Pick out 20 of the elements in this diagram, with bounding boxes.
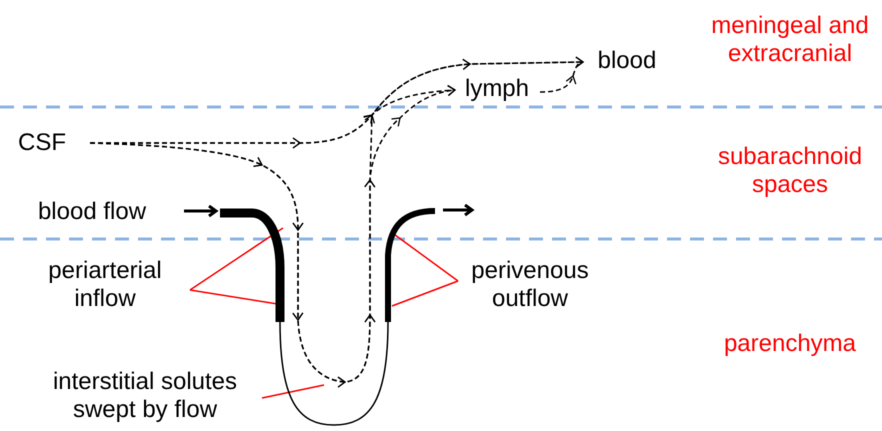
text-label: lymph [457,75,537,103]
text-label: CSF [12,129,72,157]
leader-line [262,384,324,399]
artery-drawing [220,208,284,322]
text-label: perivenous outflow [455,257,605,313]
leader-line [190,227,284,291]
vein-drawing [385,208,436,322]
zone-label: parenchyma [722,330,858,358]
flow-arrow [540,56,584,93]
text-label: interstitial solutes swept by flow [20,368,270,424]
flow-arrow [184,204,218,218]
capillary-line [279,322,389,426]
text-label: periarterial inflow [30,257,180,313]
zone-label: subarachnoid spaces [716,143,864,199]
text-label: blood [587,47,667,75]
text-label: blood flow [12,198,172,226]
zone-label: meningeal and extracranial [710,12,870,68]
flow-arrow [90,85,456,388]
leader-line [392,280,458,307]
flow-arrow [443,204,474,216]
